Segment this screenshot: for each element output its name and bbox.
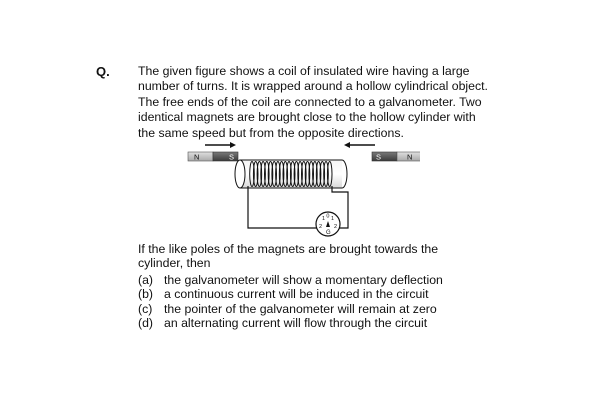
galvanometer-scale-tick: 1 xyxy=(322,216,325,222)
coil-turn xyxy=(275,161,281,187)
coil-turn xyxy=(326,161,333,187)
answer-options: (a) the galvanometer will show a momenta… xyxy=(138,273,443,331)
coil-turn xyxy=(256,161,263,187)
option-label: (b) xyxy=(138,287,154,302)
circuit-diagram: N S S N 2 1 0 xyxy=(187,142,423,237)
coil-turn xyxy=(252,161,259,187)
coil-turn xyxy=(301,161,307,187)
stem-line: number of turns. It is wrapped around a … xyxy=(138,79,488,94)
option-d[interactable]: (d) an alternating current will flow thr… xyxy=(138,316,443,330)
right-bar-magnet: S N xyxy=(371,151,423,162)
option-text: the galvanometer will show a momentary d… xyxy=(164,273,443,287)
stem-line: The free ends of the coil are connected … xyxy=(138,94,482,109)
coil-turn xyxy=(297,161,303,187)
option-label: (c) xyxy=(138,301,153,316)
left-bar-magnet: N S xyxy=(187,151,239,162)
question-label: Q. xyxy=(96,64,110,79)
galvanometer-icon: 2 1 0 1 2 G xyxy=(315,211,341,237)
coil-turn xyxy=(293,161,300,187)
coil-turn xyxy=(312,161,318,187)
lead-line: cylinder, then xyxy=(138,255,211,270)
coil-turn xyxy=(315,161,322,187)
right-magnet-pole-outer: N xyxy=(407,153,412,162)
coil-turn xyxy=(271,161,277,187)
option-text: an alternating current will flow through… xyxy=(164,316,428,331)
option-label: (a) xyxy=(138,273,154,287)
coil-turn xyxy=(289,161,296,187)
galvanometer-scale-tick: 2 xyxy=(334,224,337,230)
stem-line: identical magnets are brought close to t… xyxy=(138,110,476,125)
coil-turn xyxy=(323,161,329,187)
coil-turn xyxy=(286,161,292,187)
galvanometer-scale-tick: 2 xyxy=(319,224,322,230)
left-magnet-pole-inner: S xyxy=(229,153,234,162)
right-arrow-icon xyxy=(205,142,236,148)
option-label: (d) xyxy=(138,316,154,331)
left-magnet-pole-outer: N xyxy=(194,153,199,162)
galvanometer-symbol: G xyxy=(326,230,331,236)
option-text: the pointer of the galvanometer will rem… xyxy=(164,301,437,316)
coil-winding xyxy=(249,161,333,187)
coil-turn xyxy=(308,161,314,187)
circuit-wire xyxy=(247,186,349,229)
coil-turn xyxy=(282,161,289,187)
left-arrow-icon xyxy=(344,142,375,148)
stem-line: the same speed but from the opposite dir… xyxy=(138,125,404,140)
question-lead: If the like poles of the magnets are bro… xyxy=(138,242,510,270)
coil-turn xyxy=(319,161,326,187)
galvanometer-pointer xyxy=(326,221,330,227)
option-a[interactable]: (a) the galvanometer will show a momenta… xyxy=(138,273,443,287)
stem-line: The given figure shows a coil of insulat… xyxy=(138,64,470,78)
coil-turn xyxy=(278,161,285,187)
coil-turn xyxy=(264,161,270,187)
coil-turn xyxy=(304,161,311,187)
option-b[interactable]: (b) a continuous current will be induced… xyxy=(138,287,443,301)
lead-line: If the like poles of the magnets are bro… xyxy=(138,242,439,256)
right-magnet-pole-inner: S xyxy=(376,153,381,162)
question-stem: The given figure shows a coil of insulat… xyxy=(138,64,510,141)
coil-turn xyxy=(267,161,274,187)
coil-turn xyxy=(249,161,255,187)
option-text: a continuous current will be induced in … xyxy=(164,287,429,302)
option-c[interactable]: (c) the pointer of the galvanometer will… xyxy=(138,302,443,316)
galvanometer-scale-tick: 1 xyxy=(331,216,334,222)
coil-turn xyxy=(260,161,266,187)
galvanometer-scale-tick: 0 xyxy=(326,214,329,220)
coil-magnet-figure: N S S N 2 1 0 xyxy=(180,140,423,240)
